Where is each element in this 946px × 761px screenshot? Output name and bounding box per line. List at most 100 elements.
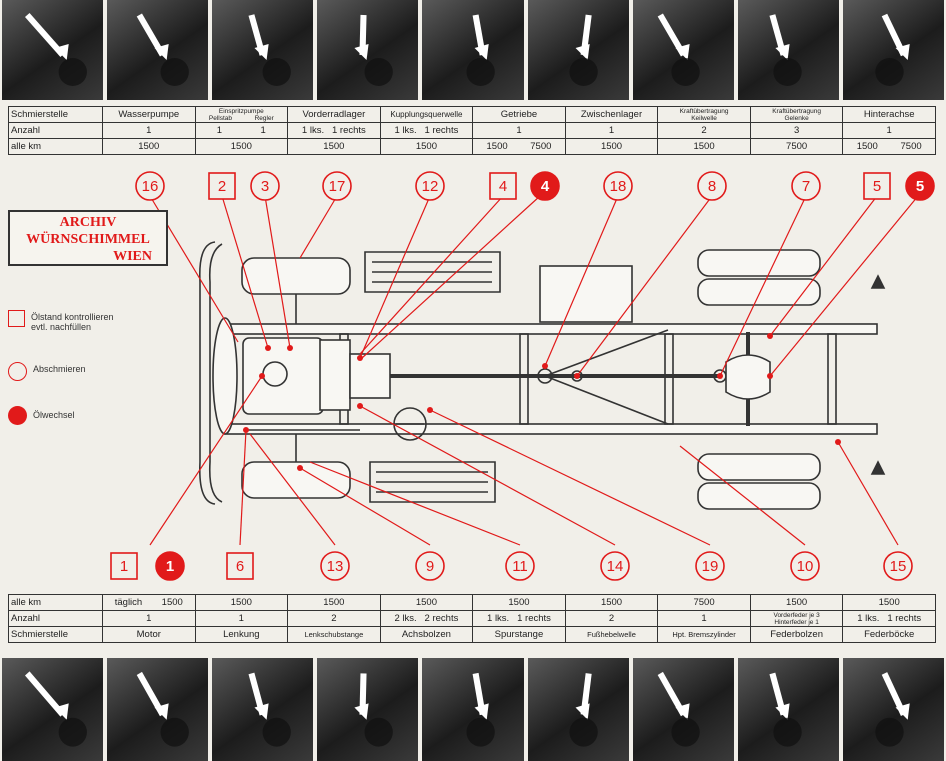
cell-name: Lenkschubstange (287, 626, 381, 643)
cell-name: Zwischenlager (564, 106, 659, 123)
callout-4-square: 4 (489, 172, 517, 200)
callout-marker (905, 171, 935, 201)
arrow-icon (875, 672, 910, 747)
bottom-photo (317, 658, 419, 761)
row-label: Schmierstelle (8, 106, 103, 123)
cell-anzahl: 1 lks. 1 rechts (287, 122, 381, 139)
cell-name: Getriebe (472, 106, 566, 123)
callout-marker (790, 551, 820, 581)
arrow-icon (569, 14, 598, 86)
callout-marker (883, 551, 913, 581)
top-row-schmierstelle: Schmierstelle Wasserpumpe Einspritzpumpe… (8, 106, 936, 123)
cell-anzahl: 2 (564, 610, 659, 627)
cell-anzahl: 1 (102, 122, 196, 139)
cell-name: Vorderradlager (287, 106, 381, 123)
top-photo (632, 0, 734, 100)
arrow-icon (354, 14, 394, 86)
callout-label: 19 (702, 558, 719, 575)
radiator (212, 317, 238, 435)
callout-12-circle: 12 (415, 171, 445, 201)
frame-rail-bottom (224, 423, 878, 435)
cell-km: 1500 (749, 594, 844, 611)
callout-marker (489, 172, 517, 200)
top-photo (317, 0, 419, 100)
top-photo (2, 0, 104, 100)
cell-km: 1500 (287, 138, 381, 155)
cell-sub: Pellstab (208, 114, 232, 122)
rear-wheel-bottom-outer (697, 482, 821, 510)
bottom-photo (422, 658, 524, 761)
callout-marker (791, 171, 821, 201)
callout-label: 1 (166, 558, 174, 575)
callout-label: 16 (142, 178, 159, 195)
legend-text: Ölstand kontrollieren (31, 312, 114, 322)
differential (725, 354, 771, 400)
cell-anzahl: 2 (287, 610, 381, 627)
cell-anzahl: 1 (472, 122, 566, 139)
top-photo-strip (0, 0, 946, 100)
cell-anzahl-part: 1 (216, 125, 223, 136)
cell-anzahl-line: Hinterfeder je 1 (774, 618, 819, 626)
top-photo (212, 0, 314, 100)
cell-anzahl: 2 lks. 2 rechts (379, 610, 474, 627)
stamp-line: ARCHIV (59, 215, 117, 230)
cell-km: 1500 (287, 594, 381, 611)
callout-marker (505, 551, 535, 581)
cell-anzahl: 3 (749, 122, 844, 139)
callout-1-square: 1 (110, 552, 138, 580)
square-marker-icon (8, 310, 25, 327)
arrow-icon (24, 671, 87, 747)
callout-label: 1 (120, 558, 128, 575)
callout-13-circle: 13 (320, 551, 350, 581)
cell-km: 1500 (102, 138, 196, 155)
bottom-photo-strip (0, 658, 946, 761)
callout-label: 3 (261, 178, 269, 195)
callout-marker (250, 171, 280, 201)
callout-marker (415, 171, 445, 201)
front-wheel-bottom (241, 461, 351, 499)
front-bumper-inner (208, 243, 223, 503)
cell-anzahl: 1 (102, 610, 196, 627)
callout-label: 15 (890, 558, 907, 575)
cell-anzahl-line: Vorderfeder je 3 (773, 611, 820, 619)
brace (544, 375, 669, 425)
legend-text: Ölwechsel (33, 410, 75, 420)
bottom-row-anzahl: Anzahl 1 1 2 2 lks. 2 rechts 1 lks. 1 re… (8, 610, 936, 627)
bottom-row-schmierstelle: Schmierstelle Motor Lenkung Lenkschubsta… (8, 626, 936, 643)
callout-marker (600, 551, 630, 581)
callout-16-circle: 16 (135, 171, 165, 201)
arrow-icon (248, 14, 292, 86)
cell-anzahl: 1 lks. 1 rechts (472, 610, 566, 627)
bottom-photo (212, 658, 314, 761)
callout-marker (110, 552, 138, 580)
arrow-icon (136, 671, 190, 747)
callout-6-square: 6 (226, 552, 254, 580)
cell-anzahl: 2 (657, 122, 751, 139)
callout-label: 13 (327, 558, 344, 575)
cell-km-part: 1500 (856, 141, 878, 152)
callout-label: 5 (916, 178, 924, 195)
top-photo (527, 0, 629, 100)
cell-km: 1500 (842, 594, 936, 611)
cell-anzahl: 1 (194, 610, 289, 627)
callout-marker (695, 551, 725, 581)
top-lubrication-table: Schmierstelle Wasserpumpe Einspritzpumpe… (8, 106, 936, 155)
cell-name: Hpt. Bremszylinder (657, 626, 751, 643)
cell-km-part: täglich (114, 597, 143, 608)
row-label: Anzahl (8, 610, 103, 627)
callout-marker (863, 172, 891, 200)
cell-name-small: Einspritzpumpe (218, 107, 264, 115)
cell-anzahl: 1 (564, 122, 659, 139)
callout-1-filled: 1 (155, 551, 185, 581)
arrow-icon (769, 14, 802, 86)
fuel-tank (539, 265, 633, 323)
callout-3-circle: 3 (250, 171, 280, 201)
